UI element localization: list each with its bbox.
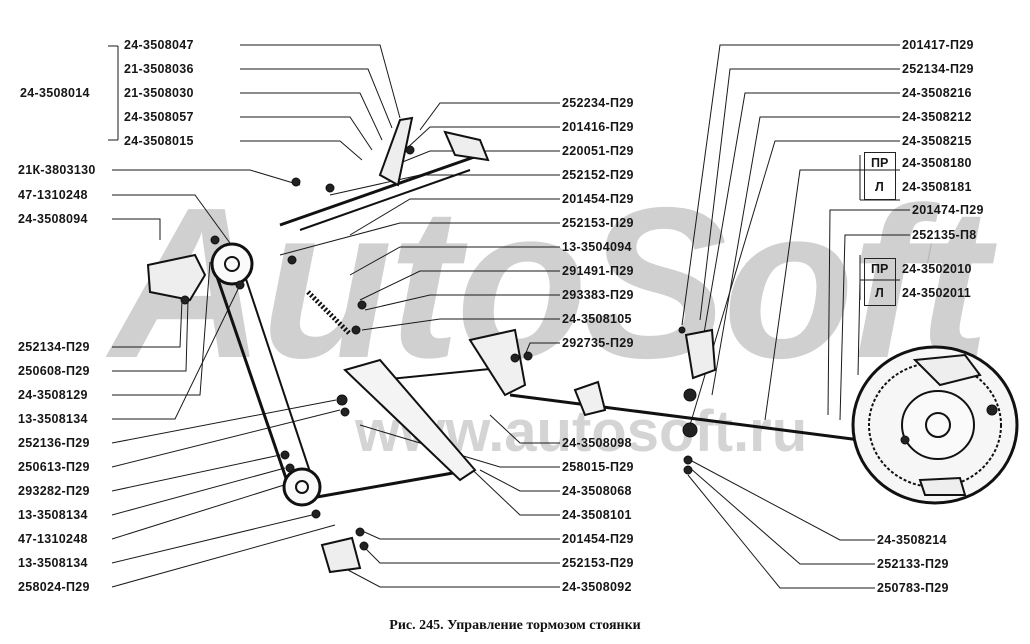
part-label: 24-3508129 xyxy=(18,388,88,402)
part-label: 47-1310248 xyxy=(18,532,88,546)
part-label: 252133-П29 xyxy=(877,557,949,571)
part-label: 252135-П8 xyxy=(912,228,977,242)
part-label: 24-3508181 xyxy=(902,180,972,194)
part-label: 201474-П29 xyxy=(912,203,984,217)
part-label: 24-3508015 xyxy=(124,134,194,148)
side-mark-left: Л xyxy=(875,180,884,194)
side-marks-box xyxy=(864,152,896,200)
part-label: 293282-П29 xyxy=(18,484,90,498)
part-label: 24-3502010 xyxy=(902,262,972,276)
part-label: 201454-П29 xyxy=(562,532,634,546)
part-label: 292735-П29 xyxy=(562,336,634,350)
part-label: 13-3508134 xyxy=(18,508,88,522)
part-label: 21-3508036 xyxy=(124,62,194,76)
part-label: 24-3502011 xyxy=(902,286,972,300)
side-mark-right: ПР xyxy=(871,156,889,170)
part-label: 220051-П29 xyxy=(562,144,634,158)
part-label: 252136-П29 xyxy=(18,436,90,450)
part-label: 13-3504094 xyxy=(562,240,632,254)
side-mark-right: ПР xyxy=(871,262,889,276)
part-label: 13-3508134 xyxy=(18,412,88,426)
part-label: 252153-П29 xyxy=(562,216,634,230)
part-label: 252153-П29 xyxy=(562,556,634,570)
part-label: 258015-П29 xyxy=(562,460,634,474)
part-label: 250783-П29 xyxy=(877,581,949,595)
part-label: 24-3508214 xyxy=(877,533,947,547)
part-label: 201417-П29 xyxy=(902,38,974,52)
part-label: 24-3508014 xyxy=(20,86,90,100)
part-label: 252234-П29 xyxy=(562,96,634,110)
part-label: 24-3508092 xyxy=(562,580,632,594)
part-label: 21-3508030 xyxy=(124,86,194,100)
part-label: 13-3508134 xyxy=(18,556,88,570)
part-label: 24-3508094 xyxy=(18,212,88,226)
part-label: 24-3508212 xyxy=(902,110,972,124)
part-label: 24-3508105 xyxy=(562,312,632,326)
part-label: 21К-3803130 xyxy=(18,163,96,177)
side-mark-left: Л xyxy=(875,286,884,300)
part-label: 201454-П29 xyxy=(562,192,634,206)
part-label: 24-3508068 xyxy=(562,484,632,498)
part-label: 24-3508047 xyxy=(124,38,194,52)
part-label: 252134-П29 xyxy=(902,62,974,76)
part-label: 24-3508216 xyxy=(902,86,972,100)
part-label: 250613-П29 xyxy=(18,460,90,474)
side-marks-box xyxy=(864,258,896,306)
part-label: 293383-П29 xyxy=(562,288,634,302)
part-label: 250608-П29 xyxy=(18,364,90,378)
part-label: 24-3508057 xyxy=(124,110,194,124)
part-label: 291491-П29 xyxy=(562,264,634,278)
part-label: 252152-П29 xyxy=(562,168,634,182)
part-label: 47-1310248 xyxy=(18,188,88,202)
figure-caption: Рис. 245. Управление тормозом стоянки xyxy=(389,618,641,633)
part-label: 24-3508101 xyxy=(562,508,632,522)
part-label: 258024-П29 xyxy=(18,580,90,594)
part-label: 24-3508098 xyxy=(562,436,632,450)
part-label: 24-3508215 xyxy=(902,134,972,148)
part-label: 24-3508180 xyxy=(902,156,972,170)
part-label: 201416-П29 xyxy=(562,120,634,134)
part-label: 252134-П29 xyxy=(18,340,90,354)
watermark-logo: AutoSoft xyxy=(110,162,989,403)
